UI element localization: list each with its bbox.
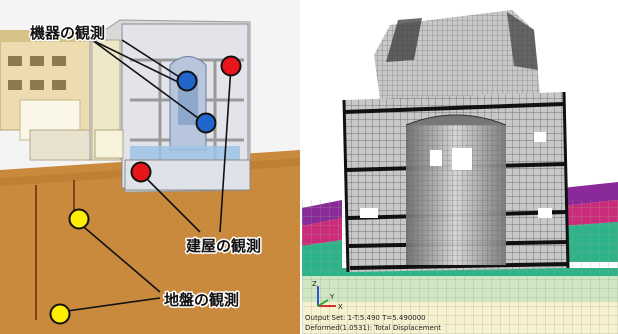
- equipment-sensor-upper: [176, 70, 198, 92]
- svg-text:機器の観測: 機器の観測: [30, 24, 105, 42]
- building-cutaway-diagram: 機器の観測 機器の観測 建屋の観測 建屋の観測 地盤の観測 地盤の観測: [0, 0, 300, 334]
- ground-sensor-deep: [49, 303, 71, 325]
- building-observation-label: 建屋の観測: [186, 237, 261, 255]
- output-set-text: Output Set: 1-T:5.490 T=5.490000: [305, 314, 426, 322]
- coordinate-axes: Z X Y: [312, 280, 343, 311]
- ground-sensor-shallow: [68, 208, 90, 230]
- fem-mesh-plot: Z X Y Output Set: 1-T:5.490 T=5.490000 D…: [302, 0, 618, 334]
- fem-simulation-view: Z X Y Output Set: 1-T:5.490 T=5.490000 D…: [302, 0, 618, 334]
- svg-text:建屋の観測: 建屋の観測: [186, 237, 261, 255]
- svg-text:地盤の観測: 地盤の観測: [164, 291, 239, 309]
- auxiliary-building: [0, 30, 111, 161]
- building-sensor-basement: [130, 161, 152, 183]
- building-sensor-roof: [220, 55, 242, 77]
- observation-illustration: 機器の観測 機器の観測 建屋の観測 建屋の観測 地盤の観測 地盤の観測: [0, 0, 300, 334]
- axis-y-label: Y: [329, 293, 335, 301]
- leader-lines: [59, 39, 232, 313]
- ground-observation-label: 地盤の観測: [164, 291, 239, 309]
- axis-z-label: Z: [312, 280, 317, 288]
- building-mesh: [342, 10, 570, 273]
- deformed-displacement-text: Deformed(1.0531): Total Displacement: [305, 324, 441, 332]
- equipment-observation-label: 機器の観測: [30, 24, 105, 42]
- axis-x-label: X: [338, 303, 343, 311]
- equipment-sensor-lower: [195, 112, 217, 134]
